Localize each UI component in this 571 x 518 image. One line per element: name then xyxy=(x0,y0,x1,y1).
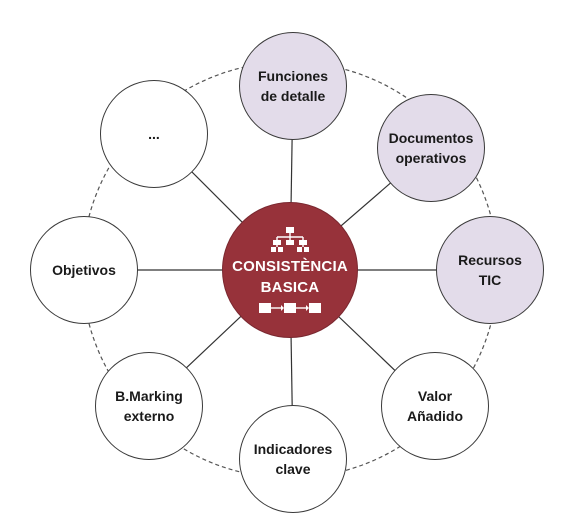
node-label: ... xyxy=(148,126,160,142)
node-objetivos: Objetivos xyxy=(30,216,138,324)
node-documentos-operativos: Documentos operativos xyxy=(377,94,485,202)
center-node-consistencia-basica: CONSISTÈNCIA BASICA xyxy=(222,202,358,338)
node-label: Documentos operativos xyxy=(388,130,474,166)
node-valor-anadido: Valor Añadido xyxy=(381,352,489,460)
process-flow-icon xyxy=(259,302,321,313)
node-funciones-de-detalle: Funciones de detalle xyxy=(239,32,347,140)
node-label: Funciones de detalle xyxy=(257,68,328,104)
node-recursos-tic: Recursos TIC xyxy=(436,216,544,324)
center-title-line1: CONSISTÈNCIA xyxy=(232,257,348,275)
node-label: Indicadores clave xyxy=(253,441,333,477)
node-label: B.Marking externo xyxy=(115,388,183,424)
org-chart-icon xyxy=(271,226,309,252)
node-label: Objetivos xyxy=(52,262,116,278)
node-indicadores-clave: Indicadores clave xyxy=(239,405,347,513)
node-bmarking-externo: B.Marking externo xyxy=(95,352,203,460)
center-title-line2: BASICA xyxy=(260,278,320,296)
node-ellipsis: ... xyxy=(100,80,208,188)
node-label: Recursos TIC xyxy=(458,252,522,288)
node-label: Valor Añadido xyxy=(407,388,463,424)
